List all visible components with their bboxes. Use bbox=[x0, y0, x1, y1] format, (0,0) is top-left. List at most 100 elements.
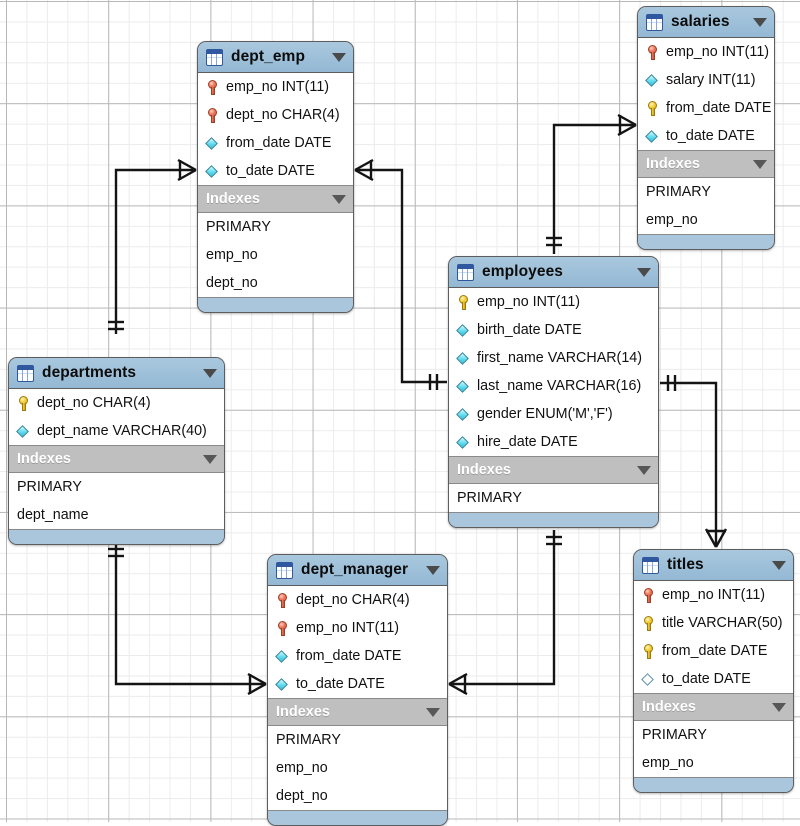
indexes-header[interactable]: Indexes bbox=[198, 186, 353, 213]
index-row[interactable]: PRIMARY bbox=[276, 732, 341, 748]
column-row[interactable]: from_date DATE bbox=[198, 129, 353, 157]
chevron-down-icon[interactable] bbox=[426, 565, 440, 575]
column-row[interactable]: from_date DATE bbox=[268, 642, 447, 670]
chevron-down-icon[interactable] bbox=[637, 267, 651, 277]
index-row[interactable]: dept_name bbox=[17, 507, 89, 523]
indexes-label: Indexes bbox=[276, 704, 330, 720]
column-label: emp_no INT(11) bbox=[666, 44, 770, 60]
column-diamond-icon bbox=[645, 128, 660, 145]
index-row[interactable]: emp_no bbox=[206, 247, 258, 263]
column-row[interactable]: emp_no INT(11) bbox=[634, 581, 793, 609]
indexes-header[interactable]: Indexes bbox=[634, 694, 793, 721]
table-employees[interactable]: employees emp_no INT(11) birth_date DATE… bbox=[448, 256, 659, 528]
table-footer bbox=[634, 778, 793, 792]
table-header[interactable]: titles bbox=[634, 550, 793, 581]
indexes-header[interactable]: Indexes bbox=[638, 151, 774, 178]
column-row[interactable]: from_date DATE bbox=[638, 94, 774, 122]
index-row[interactable]: emp_no bbox=[646, 212, 698, 228]
column-label: salary INT(11) bbox=[666, 72, 756, 88]
table-departments[interactable]: departments dept_no CHAR(4) dept_name VA… bbox=[8, 357, 225, 545]
column-row[interactable]: to_date DATE bbox=[638, 122, 774, 150]
column-row[interactable]: from_date DATE bbox=[634, 637, 793, 665]
index-row[interactable]: PRIMARY bbox=[642, 727, 707, 743]
index-row[interactable]: emp_no bbox=[642, 755, 694, 771]
index-row[interactable]: PRIMARY bbox=[17, 479, 82, 495]
column-row[interactable]: last_name VARCHAR(16) bbox=[449, 372, 658, 400]
chevron-down-icon[interactable] bbox=[637, 465, 651, 475]
table-dept_manager[interactable]: dept_manager dept_no CHAR(4) emp_no INT(… bbox=[267, 554, 448, 826]
columns-list: dept_no CHAR(4) emp_no INT(11) from_date… bbox=[268, 586, 447, 699]
indexes-header[interactable]: Indexes bbox=[9, 446, 224, 473]
index-row[interactable]: PRIMARY bbox=[457, 490, 522, 506]
table-name: dept_manager bbox=[301, 561, 409, 578]
column-diamond-icon bbox=[275, 676, 290, 693]
chevron-down-icon[interactable] bbox=[772, 560, 786, 570]
columns-list: dept_no CHAR(4) dept_name VARCHAR(40) bbox=[9, 389, 224, 446]
table-header[interactable]: dept_manager bbox=[268, 555, 447, 586]
chevron-down-icon[interactable] bbox=[772, 702, 786, 712]
relationship-employees-dept_manager bbox=[448, 530, 562, 696]
column-label: from_date DATE bbox=[666, 100, 772, 116]
column-row[interactable]: title VARCHAR(50) bbox=[634, 609, 793, 637]
index-row[interactable]: PRIMARY bbox=[206, 219, 271, 235]
table-name: salaries bbox=[671, 13, 730, 30]
column-row[interactable]: emp_no INT(11) bbox=[638, 38, 774, 66]
column-row[interactable]: emp_no INT(11) bbox=[268, 614, 447, 642]
table-name: dept_emp bbox=[231, 48, 306, 65]
table-header[interactable]: departments bbox=[9, 358, 224, 389]
chevron-down-icon[interactable] bbox=[203, 454, 217, 464]
column-row[interactable]: dept_no CHAR(4) bbox=[9, 389, 224, 417]
relationship-departments-dept_manager bbox=[108, 543, 267, 696]
column-row[interactable]: salary INT(11) bbox=[638, 66, 774, 94]
chevron-down-icon[interactable] bbox=[426, 707, 440, 717]
chevron-down-icon[interactable] bbox=[753, 17, 767, 27]
column-row[interactable]: dept_name VARCHAR(40) bbox=[9, 417, 224, 445]
column-row[interactable]: to_date DATE bbox=[198, 157, 353, 185]
chevron-down-icon[interactable] bbox=[332, 52, 346, 62]
indexes-header[interactable]: Indexes bbox=[449, 457, 658, 484]
primary-key-icon bbox=[641, 643, 656, 660]
indexes-header[interactable]: Indexes bbox=[268, 699, 447, 726]
column-row[interactable]: to_date DATE bbox=[634, 665, 793, 693]
columns-list: emp_no INT(11) salary INT(11) from_date … bbox=[638, 38, 774, 151]
columns-list: emp_no INT(11) birth_date DATE first_nam… bbox=[449, 288, 658, 457]
primary-key-icon bbox=[641, 615, 656, 632]
column-label: dept_no CHAR(4) bbox=[37, 395, 151, 411]
table-titles[interactable]: titles emp_no INT(11) title VARCHAR(50) … bbox=[633, 549, 794, 793]
indexes-list: PRIMARY dept_name bbox=[9, 473, 224, 530]
chevron-down-icon[interactable] bbox=[753, 159, 767, 169]
table-salaries[interactable]: salaries emp_no INT(11) salary INT(11) f… bbox=[637, 6, 775, 250]
column-row[interactable]: first_name VARCHAR(14) bbox=[449, 344, 658, 372]
columns-list: emp_no INT(11) dept_no CHAR(4) from_date… bbox=[198, 73, 353, 186]
table-dept_emp[interactable]: dept_emp emp_no INT(11) dept_no CHAR(4) … bbox=[197, 41, 354, 313]
index-row[interactable]: dept_no bbox=[206, 275, 258, 291]
primary-key-icon bbox=[456, 294, 471, 311]
indexes-label: Indexes bbox=[17, 451, 71, 467]
column-row[interactable]: to_date DATE bbox=[268, 670, 447, 698]
table-header[interactable]: salaries bbox=[638, 7, 774, 38]
index-row[interactable]: dept_no bbox=[276, 788, 328, 804]
table-header[interactable]: dept_emp bbox=[198, 42, 353, 73]
chevron-down-icon[interactable] bbox=[332, 194, 346, 204]
column-row[interactable]: dept_no CHAR(4) bbox=[198, 101, 353, 129]
table-icon bbox=[457, 263, 474, 281]
column-row[interactable]: emp_no INT(11) bbox=[449, 288, 658, 316]
column-row[interactable]: dept_no CHAR(4) bbox=[268, 586, 447, 614]
table-header[interactable]: employees bbox=[449, 257, 658, 288]
index-row[interactable]: PRIMARY bbox=[646, 184, 711, 200]
table-footer bbox=[638, 235, 774, 249]
column-row[interactable]: gender ENUM('M','F') bbox=[449, 400, 658, 428]
table-footer bbox=[268, 811, 447, 825]
column-row[interactable]: birth_date DATE bbox=[449, 316, 658, 344]
indexes-list: PRIMARY bbox=[449, 484, 658, 513]
column-diamond-icon bbox=[456, 322, 471, 339]
column-row[interactable]: emp_no INT(11) bbox=[198, 73, 353, 101]
column-diamond-icon bbox=[16, 423, 31, 440]
column-row[interactable]: hire_date DATE bbox=[449, 428, 658, 456]
column-label: emp_no INT(11) bbox=[226, 79, 330, 95]
index-row[interactable]: emp_no bbox=[276, 760, 328, 776]
table-name: departments bbox=[42, 364, 137, 381]
chevron-down-icon[interactable] bbox=[203, 368, 217, 378]
foreign-key-icon bbox=[205, 107, 220, 124]
